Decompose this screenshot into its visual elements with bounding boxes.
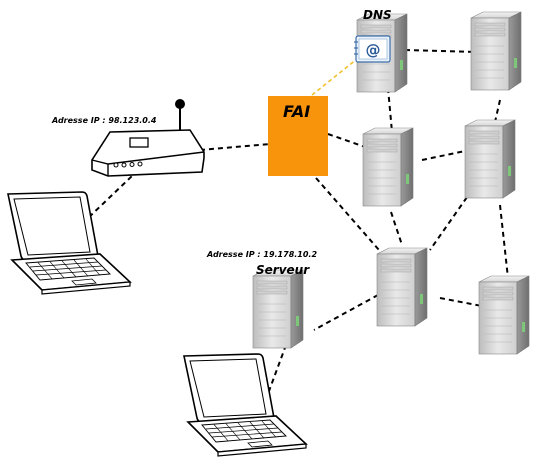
- svg-text:@: @: [366, 41, 381, 59]
- link-router-fai: [199, 143, 271, 151]
- at-sign-icon: @: [354, 35, 391, 63]
- link-core-serveur: [313, 294, 379, 331]
- server-top-right-icon: [470, 11, 522, 91]
- fai-box: [268, 96, 328, 176]
- link-serverright-core: [429, 189, 473, 251]
- link-servermid-serverright: [421, 149, 471, 161]
- link-serverright-bottomright: [499, 204, 509, 279]
- network-links: [62, 49, 509, 411]
- server-middle-icon: [362, 127, 414, 207]
- router-ip-label: Adresse IP : 98.123.0.4: [52, 116, 157, 125]
- link-servermid-core: [390, 211, 403, 246]
- server-ip-label: Adresse IP : 19.178.10.2: [207, 250, 318, 259]
- server-right-icon: [464, 119, 516, 199]
- link-topright-serverright: [494, 99, 501, 123]
- serveur-label: Serveur: [256, 263, 310, 277]
- fai-label: FAI: [283, 102, 311, 121]
- server-core-icon: [376, 247, 428, 327]
- serveur-icon: [252, 269, 304, 349]
- link-core-bottomright: [439, 297, 483, 307]
- link-dns-server-topright: [404, 49, 477, 53]
- router-icon: [91, 99, 205, 177]
- laptop-bottom-icon: [183, 353, 307, 457]
- dns-label: DNS: [363, 8, 392, 22]
- link-laptop1-router: [62, 175, 133, 243]
- server-bottom-right-icon: [478, 275, 530, 355]
- link-fai-dns: [311, 54, 363, 96]
- link-fai-server-mid: [327, 133, 369, 149]
- laptop-left-icon: [7, 191, 131, 295]
- link-dns-server-mid: [387, 87, 393, 133]
